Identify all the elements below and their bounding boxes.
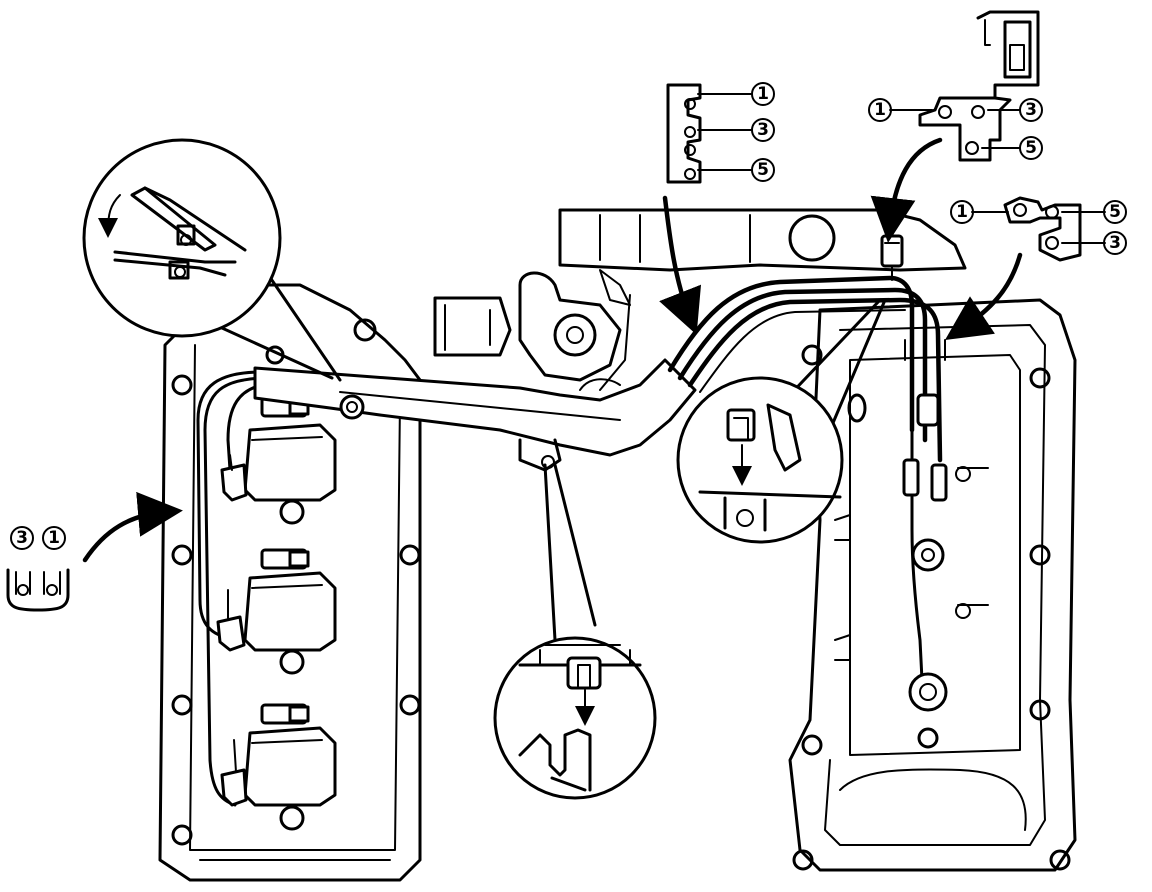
upper-bracket-label-1: 1 <box>874 100 886 120</box>
detail-circle-right <box>676 298 887 544</box>
callout-arrows <box>82 137 1023 563</box>
left-comb-label-3: 3 <box>757 120 769 140</box>
left-clip-label-3: 3 <box>16 528 28 548</box>
upper-bracket-label-3: 3 <box>1025 100 1037 120</box>
right-clip-label-3: 3 <box>1109 233 1121 253</box>
right-clip-label-5: 5 <box>1109 202 1121 222</box>
left-clip-label-1: 1 <box>48 528 60 548</box>
ignition-coil-1 <box>243 396 337 525</box>
ignition-coil-2 <box>243 548 337 675</box>
upper-bracket-label-5: 5 <box>1025 138 1037 158</box>
callout-right-clip: 1 5 3 <box>950 196 1127 262</box>
throttle-body <box>433 208 967 391</box>
callout-upper-bracket: 1 3 5 <box>868 10 1043 162</box>
top-wire-clip <box>880 234 904 281</box>
callout-left-clip: 3 1 <box>6 526 70 612</box>
detail-circle-top-left <box>82 138 342 382</box>
right-cylinder-head <box>788 298 1077 872</box>
left-comb-label-1: 1 <box>757 84 769 104</box>
detail-circle-center-bottom <box>493 463 657 800</box>
ignition-coil-3 <box>243 703 337 831</box>
left-comb-label-5: 5 <box>757 160 769 180</box>
callout-left-comb: 1 3 5 <box>666 82 775 184</box>
right-bank-wires <box>667 275 989 712</box>
left-bank-wires <box>196 370 264 807</box>
right-clip-label-1: 1 <box>956 202 968 222</box>
